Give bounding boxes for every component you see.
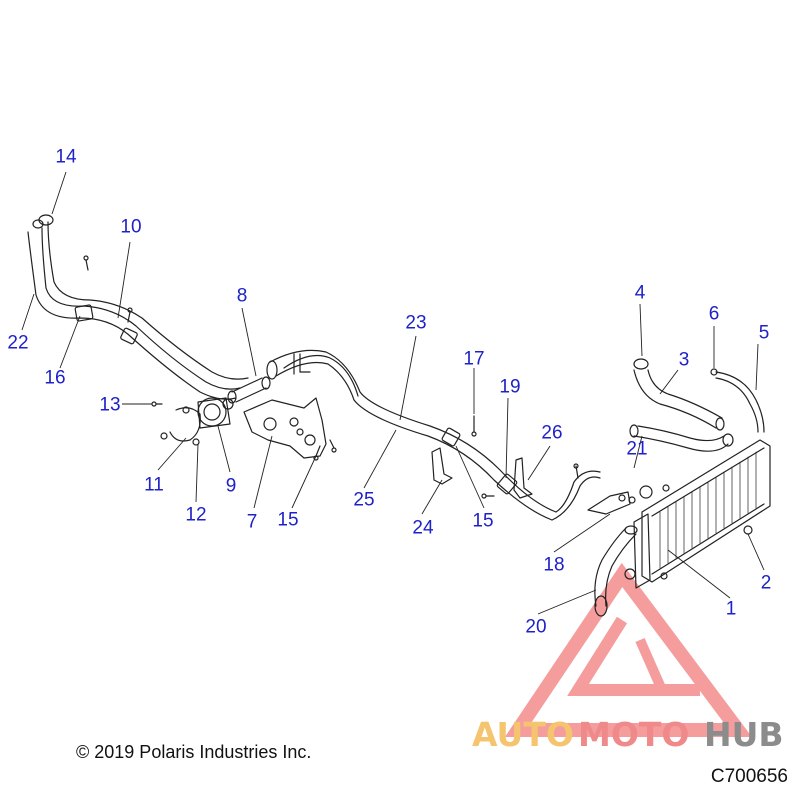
callout-11: 11	[144, 474, 164, 496]
callout-6: 6	[708, 303, 720, 325]
callout-3: 3	[678, 349, 690, 371]
watermark-triangle-logo	[504, 562, 752, 737]
callout-10: 10	[120, 216, 142, 238]
bracket-plate-7	[243, 397, 327, 459]
callout-22: 22	[7, 332, 29, 354]
watermark-hub-text: HUB	[704, 715, 784, 754]
callout-17: 17	[463, 348, 485, 370]
callout-14: 14	[55, 146, 77, 168]
grommets	[628, 484, 670, 504]
hose-21	[629, 424, 734, 452]
callout-5: 5	[758, 322, 770, 344]
watermark-moto-text: MOTO	[578, 715, 690, 754]
bracket-26	[513, 457, 533, 499]
water-pump-9	[197, 397, 234, 429]
callout-2: 2	[760, 572, 772, 594]
callout-8: 8	[236, 285, 248, 307]
callout-1: 1	[725, 598, 737, 620]
callout-12: 12	[185, 504, 207, 526]
callout-18: 18	[543, 554, 565, 576]
callout-23: 23	[405, 312, 427, 334]
bolts	[83, 255, 579, 499]
copyright-text: © 2019 Polaris Industries Inc.	[76, 742, 312, 762]
callout-9: 9	[225, 475, 237, 497]
callout-4: 4	[634, 282, 646, 304]
hose-clamp-16	[74, 304, 138, 345]
callout-25: 25	[353, 489, 375, 511]
bracket-24	[431, 447, 453, 485]
callout-15-b: 15	[472, 510, 494, 532]
callout-16: 16	[44, 367, 66, 389]
hose-3	[633, 358, 725, 431]
callout-24: 24	[412, 517, 434, 539]
hose-5	[710, 368, 765, 433]
callout-13: 13	[99, 394, 121, 416]
bracket-18	[587, 491, 631, 515]
bracket-11	[160, 406, 201, 446]
watermark-auto-text: AUTO	[472, 715, 574, 754]
callout-20: 20	[525, 616, 547, 638]
callout-21: 21	[626, 438, 648, 460]
callout-19: 19	[499, 376, 521, 398]
tube-clamps	[441, 427, 518, 495]
diagram-code: C700656	[710, 766, 788, 787]
leader-lines	[21, 171, 765, 615]
hose-20	[594, 525, 668, 617]
callout-7: 7	[246, 511, 258, 533]
hose-8	[227, 376, 271, 404]
coolant-tube-23-25	[266, 349, 601, 521]
radiator-1	[633, 439, 771, 589]
callout-15-a: 15	[277, 509, 299, 531]
callout-26: 26	[541, 422, 563, 444]
